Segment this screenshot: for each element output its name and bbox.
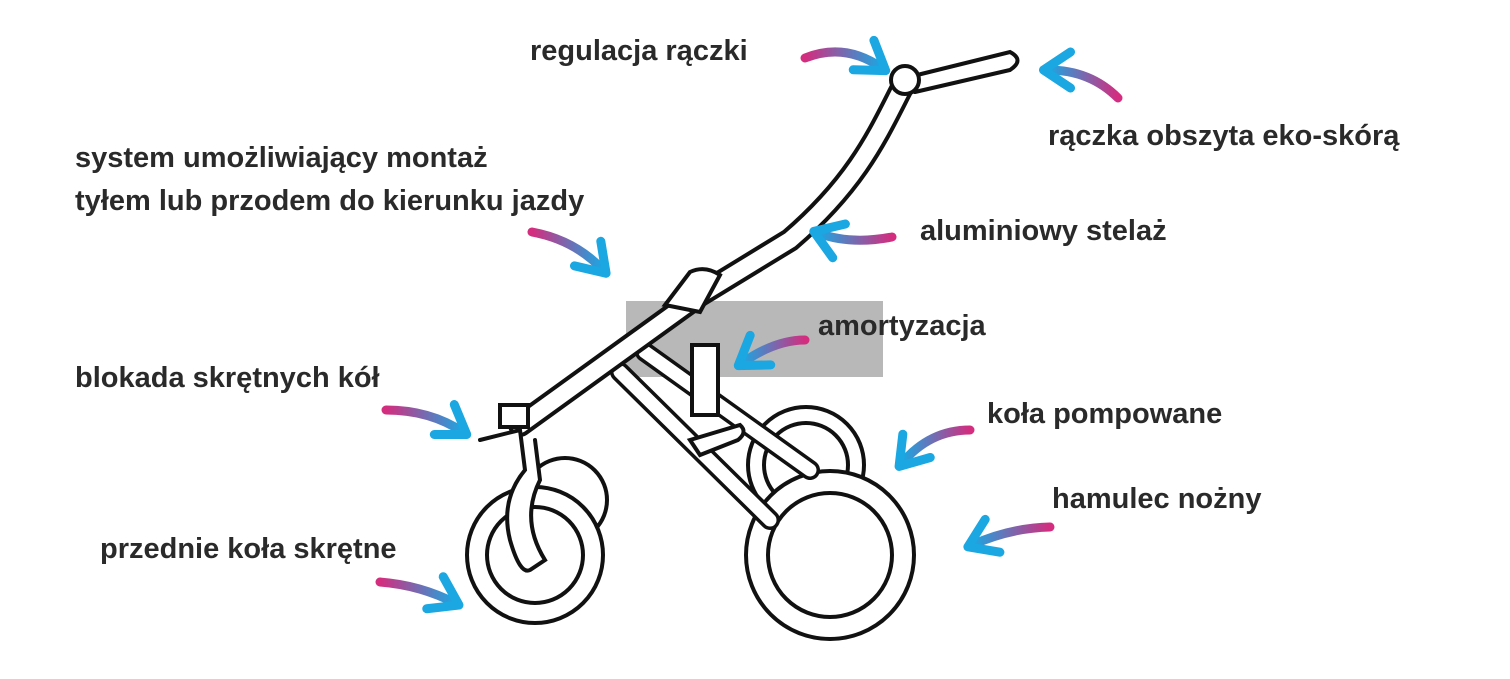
arrow-swivel-lock [381, 400, 472, 440]
shock-absorber [690, 343, 720, 417]
label-handle-leather: rączka obszyta eko-skórą [1048, 120, 1400, 152]
arrow-frame [809, 219, 897, 263]
arrow-foot-brake [963, 514, 1055, 557]
arrow-handle-leather [1039, 47, 1123, 103]
label-handle-adjust: regulacja rączki [530, 35, 748, 67]
label-mount-line2: tyłem lub przodem do kierunku jazdy [75, 185, 585, 217]
rear-wheel-front [744, 469, 916, 641]
brake-pedal [686, 422, 746, 458]
arrow-suspension [733, 330, 810, 371]
arrow-mount [527, 227, 611, 278]
arrow-front-swivel [375, 572, 464, 614]
label-frame: aluminiowy stelaż [920, 215, 1167, 247]
hinge [661, 267, 723, 315]
arrow-air-wheels [894, 425, 975, 471]
label-swivel-lock: blokada skrętnych kół [75, 362, 380, 394]
arrows [375, 35, 1123, 614]
front-fork [478, 427, 548, 573]
label-mount-line1: system umożliwiający montaż [75, 142, 488, 174]
label-suspension: amortyzacja [818, 310, 986, 342]
label-foot-brake: hamulec nożny [1052, 483, 1262, 515]
label-air-wheels: koła pompowane [987, 398, 1223, 430]
arrow-handle-adjust [800, 35, 891, 76]
label-front-swivel: przednie koła skrętne [100, 533, 397, 565]
frame [478, 49, 1020, 573]
